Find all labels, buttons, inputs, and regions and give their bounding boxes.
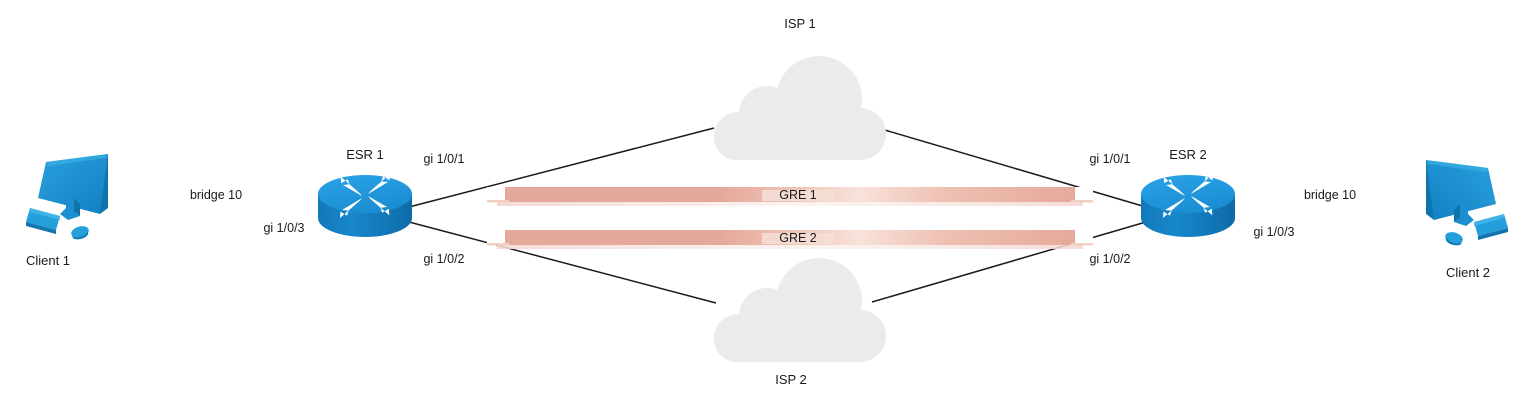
tunnel-gre-1-edge-left (487, 200, 509, 203)
esr1-node[interactable]: ESR 1 (318, 147, 412, 237)
link-client1-esr1-lower-label: gi 1/0/3 (263, 221, 304, 235)
workstation-icon (1426, 160, 1508, 247)
link-esr2-client2-lower-label: gi 1/0/3 (1253, 225, 1294, 239)
tunnel-gre-2[interactable]: GRE 2 (487, 230, 1093, 249)
link-isp1-to-esr2 (877, 127, 1147, 208)
tunnel-gre-2-label-plate (762, 233, 834, 244)
tunnel-gre-1-cap-left (487, 187, 505, 202)
tunnel-gre-2-edge-right (1071, 243, 1093, 246)
tunnel-gre-2-label: GRE 2 (779, 231, 817, 245)
tunnel-gre-1-edge-right (1071, 200, 1093, 203)
link-esr2-client2-upper-label: bridge 10 (1304, 188, 1356, 202)
esr1-label: ESR 1 (346, 147, 384, 162)
link-client1-esr1-upper-label: bridge 10 (190, 188, 242, 202)
client2-node[interactable]: Client 2 (1426, 160, 1508, 280)
link-isp2-esr2-label: gi 1/0/2 (1089, 252, 1130, 266)
router-icon (1141, 174, 1235, 237)
isp1-label: ISP 1 (784, 16, 816, 31)
esr2-node[interactable]: ESR 2 (1141, 147, 1235, 237)
tunnel-gre-1-label: GRE 1 (779, 188, 817, 202)
workstation-icon (26, 154, 108, 241)
link-isp1-esr2-label: gi 1/0/1 (1089, 152, 1130, 166)
link-isp2-to-esr2 (871, 221, 1147, 303)
tunnel-gre-2-shadow (497, 245, 1083, 249)
tunnel-gre-2-edge-left (487, 243, 509, 246)
router-icon (318, 174, 412, 237)
link-esr1-to-isp1 (408, 127, 715, 208)
link-labels-layer: bridge 10 gi 1/0/3 gi 1/0/1 gi 1/0/2 gi … (190, 152, 1356, 266)
tunnel-gre-2-cap-right (1075, 230, 1093, 245)
cloud-icon (714, 56, 886, 160)
tunnel-gre-1-shadow (497, 202, 1083, 206)
link-esr1-isp2-label: gi 1/0/2 (423, 252, 464, 266)
link-lines-layer (110, 127, 1428, 304)
link-esr1-to-isp2 (408, 221, 717, 304)
isp2-label: ISP 2 (775, 372, 807, 387)
client1-node[interactable]: Client 1 (26, 154, 108, 268)
isp1-node[interactable]: ISP 1 (714, 16, 886, 160)
client1-label: Client 1 (26, 253, 70, 268)
cloud-icon (714, 258, 886, 362)
gre-tunnels-layer: GRE 1 GRE 2 (487, 187, 1093, 249)
isp2-node[interactable]: ISP 2 (714, 258, 886, 387)
tunnel-gre-1-label-plate (762, 190, 834, 201)
tunnel-gre-1[interactable]: GRE 1 (487, 187, 1093, 206)
client2-label: Client 2 (1446, 265, 1490, 280)
esr2-label: ESR 2 (1169, 147, 1207, 162)
tunnel-gre-2-cap-left (487, 230, 505, 245)
tunnel-gre-1-cap-right (1075, 187, 1093, 202)
link-esr1-isp1-label: gi 1/0/1 (423, 152, 464, 166)
